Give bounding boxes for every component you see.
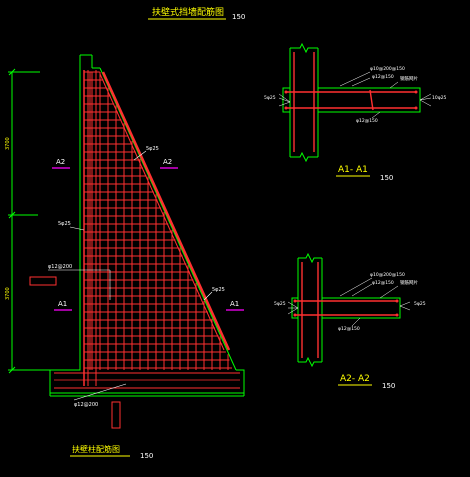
dim-upper: 3700	[5, 137, 11, 150]
section-a1-hatch	[278, 71, 432, 119]
red-box-left	[29, 276, 57, 286]
a1-right-tag: 10φ25	[432, 95, 447, 101]
rebar-label-top: 5φ25	[146, 146, 159, 152]
section-a1-rebar	[286, 52, 416, 152]
section-a1-dots	[284, 90, 418, 110]
slope-rebar	[101, 71, 231, 351]
a1-section-scale: 150	[380, 174, 393, 182]
left-dimension	[8, 68, 50, 374]
leader-phi12-bottom	[73, 383, 127, 401]
a2-note3: φ12@150	[338, 326, 360, 332]
bottom-title-scale: 150	[140, 452, 153, 460]
a2-note1: φ10@200@150	[370, 272, 405, 278]
label-a1-left: A1	[58, 300, 67, 308]
a2-section-title: A2- A2	[340, 374, 370, 384]
red-box-bottom	[111, 401, 121, 429]
a1-note1: φ10@200@150	[370, 66, 405, 72]
wall-outline	[49, 54, 245, 397]
label-a2-left: A2	[56, 158, 65, 166]
section-a1-outline	[282, 42, 421, 163]
section-a2-hatch	[287, 277, 411, 327]
rebar-label-phi12-bottom: φ12@200	[74, 402, 98, 408]
section-a2-outline	[291, 252, 401, 368]
a1-section-title: A1- A1	[338, 165, 368, 175]
label-a2-right: A2	[163, 158, 172, 166]
main-title: 扶壁式挡墙配筋图	[152, 6, 224, 18]
a2-note-right: 钢筋网片	[400, 279, 418, 286]
section-a2-rebar	[295, 262, 397, 358]
rebar-label-right: 5φ25	[212, 287, 225, 293]
a2-section-scale: 150	[382, 382, 395, 390]
slope-rebar-2	[99, 73, 225, 351]
section-a2: φ10@200@150 φ12@150 钢筋网片 φ12@150 5φ25 5φ…	[274, 252, 426, 390]
section-a1: φ10@200@150 φ12@150 钢筋网片 φ12@150 5φ25 10…	[264, 42, 447, 182]
a1-note-right: 钢筋网片	[400, 75, 418, 82]
a2-right-tag: 5φ25	[414, 301, 426, 307]
leader-top	[133, 150, 147, 161]
rebar-grid	[84, 71, 232, 370]
a1-note2: φ12@150	[372, 74, 394, 80]
a2-left-tag: 5φ25	[274, 301, 286, 307]
bottom-title: 扶壁柱配筋图	[72, 444, 120, 454]
rebar-label-phi12-left: φ12@200	[48, 264, 72, 270]
label-a1-right: A1	[230, 300, 239, 308]
dim-lower: 3700	[5, 287, 11, 300]
rebar-label-mid: 5φ25	[58, 221, 71, 227]
a2-note2: φ12@150	[372, 280, 394, 286]
a1-left-tag: 5φ25	[264, 95, 276, 101]
a1-note3: φ12@150	[356, 118, 378, 124]
leader-mid	[69, 226, 85, 231]
section-a2-dots	[293, 299, 399, 317]
main-title-scale: 150	[232, 13, 245, 21]
leader-right	[203, 291, 213, 301]
